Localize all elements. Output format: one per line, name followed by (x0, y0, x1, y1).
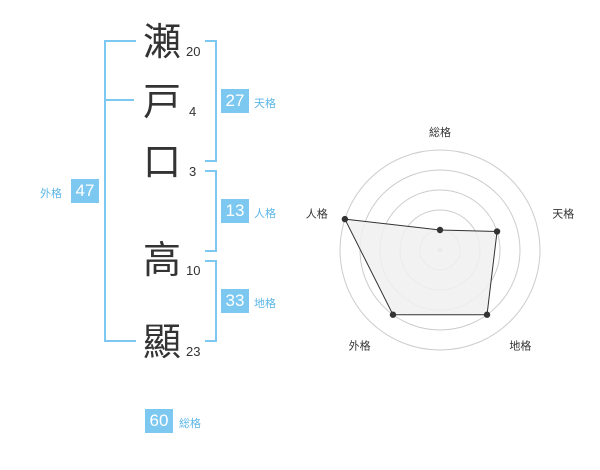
name-char-5: 顯 (142, 320, 181, 364)
chikaku-value: 33 (221, 289, 249, 313)
radar-axis-label-4: 外格 (349, 338, 371, 352)
stroke-count-4: 10 (186, 263, 201, 278)
soukaku-value: 60 (145, 409, 173, 433)
gaikaku-label: 外格 (40, 187, 62, 200)
jinkaku-value: 13 (221, 199, 249, 223)
chikaku-bracket (205, 260, 217, 342)
tenkaku-value: 27 (221, 89, 249, 113)
radar-point-1 (436, 226, 444, 234)
radar-area (344, 218, 498, 316)
radar-axis-label-5: 人格 (306, 207, 328, 221)
stroke-count-1: 20 (186, 44, 201, 59)
radar-axis-label-1: 総格 (429, 125, 451, 139)
radar-polygon (344, 218, 498, 316)
name-char-1: 瀬 (142, 20, 181, 64)
chikaku-label: 地格 (254, 297, 276, 310)
gaikaku-bracket-tick (104, 99, 134, 101)
name-char-2: 戸 (142, 80, 181, 124)
jinkaku-bracket (205, 170, 217, 252)
name-char-4: 高 (142, 238, 181, 282)
radar-point-2 (493, 228, 501, 235)
gaikaku-value: 47 (71, 179, 99, 203)
stroke-count-2: 4 (189, 104, 197, 119)
jinkaku-label: 人格 (254, 207, 276, 220)
stroke-count-3: 3 (189, 164, 197, 179)
radar-axis-label-3: 地格 (509, 338, 531, 352)
radar-point-5 (341, 215, 349, 223)
tenkaku-bracket (205, 40, 217, 162)
radar-points (341, 215, 501, 318)
radar-point-3 (483, 311, 491, 318)
name-char-3: 口 (142, 140, 181, 184)
tenkaku-label: 天格 (254, 97, 276, 110)
radar-point-4 (389, 311, 397, 318)
gaikaku-bracket (104, 40, 136, 342)
stroke-count-5: 23 (186, 344, 201, 359)
radar-axis-label-2: 天格 (552, 207, 574, 221)
soukaku-label: 総格 (179, 417, 201, 430)
radar-ring-5 (339, 149, 541, 351)
